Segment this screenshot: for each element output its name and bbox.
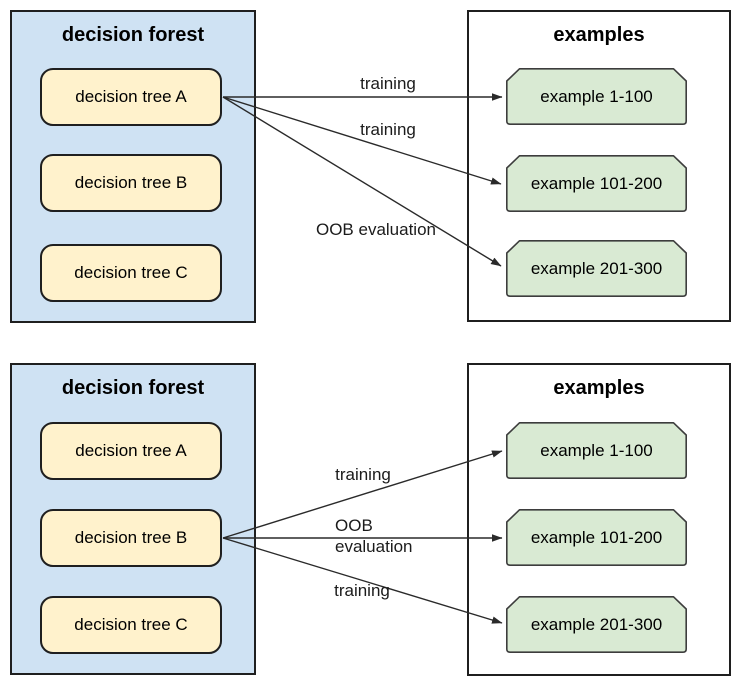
arrow-label-training-3: training [335,465,391,484]
examples-title: examples [553,377,645,399]
tree-node-b: decision tree B [40,509,222,567]
tree-node-c: decision tree C [40,596,222,654]
tree-node-a: decision tree A [40,68,222,126]
examples-title: examples [553,24,645,46]
example-shape-icon [506,155,687,212]
arrow-label-training-2: training [360,120,416,139]
example-shape-icon [506,422,687,479]
arrow-label-oob-evaluation-2: OOB evaluation [335,516,413,556]
tree-node-c: decision tree C [40,244,222,302]
example-label: example 1-100 [540,86,653,106]
example-node-2: example 101-200 [506,155,687,212]
example-shape-icon [506,240,687,297]
example-label: example 201-300 [530,614,663,634]
arrow-label-training-4: training [334,581,390,600]
example-shape-icon [506,509,687,566]
example-shape-icon [506,68,687,125]
arrow-treeA-ex2 [222,96,502,185]
example-node-1: example 1-100 [506,68,687,125]
tree-node-b: decision tree B [40,154,222,212]
example-node-3: example 201-300 [506,240,687,297]
arrow-label-oob-evaluation: OOB evaluation [315,220,436,239]
example-shape-icon [506,596,687,653]
tree-node-a: decision tree A [40,422,222,480]
example-label: example 201-300 [530,258,663,278]
arrow-label-training-1: training [360,74,416,93]
example-label: example 101-200 [530,173,663,193]
example-node-2: example 101-200 [506,509,687,566]
example-node-3: example 201-300 [506,596,687,653]
example-label: example 101-200 [530,527,663,547]
example-label: example 1-100 [540,440,653,460]
example-node-1: example 1-100 [506,422,687,479]
forest-title: decision forest [61,377,205,399]
forest-title: decision forest [61,24,205,46]
